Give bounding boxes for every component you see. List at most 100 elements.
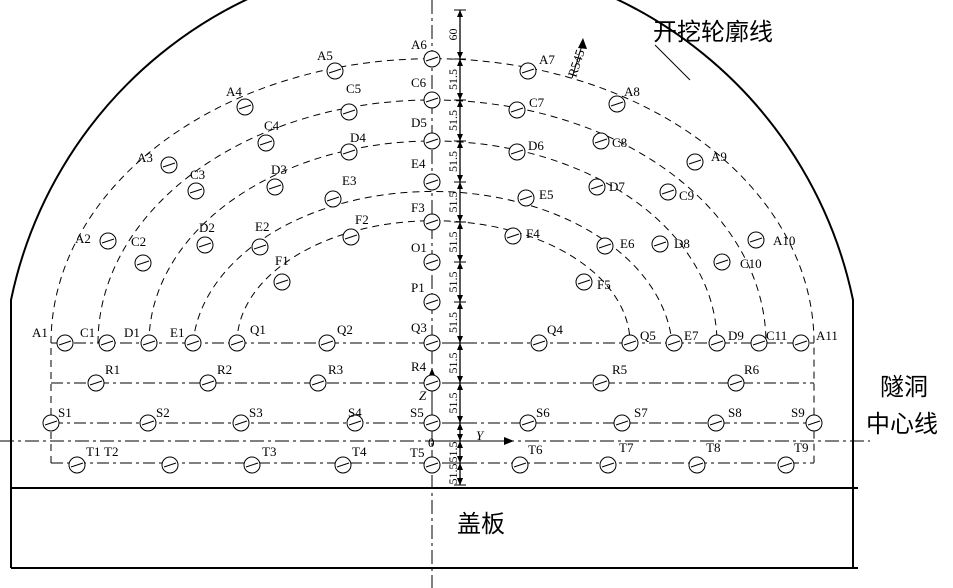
hole-a5: A5: [317, 48, 344, 80]
hole-label: R3: [328, 362, 343, 377]
hole-label: E7: [684, 328, 699, 343]
hole-r6: R6: [727, 362, 760, 392]
hole-mark: [201, 380, 215, 386]
hole-mark: [425, 219, 439, 225]
hole-mark: [425, 97, 439, 103]
hole-s3: S3: [232, 405, 263, 432]
dimension-arrowhead: [457, 141, 463, 148]
hole-q3: Q3: [411, 320, 441, 352]
hole-label: C11: [766, 328, 787, 343]
hole-label: A4: [226, 84, 242, 99]
hole-mark: [70, 462, 84, 468]
hole-e7: E7: [665, 328, 699, 352]
hole-c7: C7: [508, 95, 545, 119]
hole-label: R6: [744, 362, 760, 377]
hole-e4: E4: [411, 156, 441, 191]
hole-mark: [425, 462, 439, 468]
hole-c6: C6: [411, 75, 441, 109]
hole-c3: C3: [187, 167, 205, 200]
hole-a9: A9: [686, 149, 727, 171]
contour-leader: [654, 44, 691, 81]
axis-z-label: Z: [419, 388, 427, 403]
dimension-arrowhead: [457, 343, 463, 350]
hole-mark: [521, 420, 535, 426]
hole-label: A11: [816, 328, 838, 343]
dimension-value: 51.5: [446, 192, 460, 213]
hole-mark: [661, 189, 675, 195]
hole-f3: F3: [411, 200, 441, 231]
hole-label: D7: [609, 179, 625, 194]
ring-f: [236, 220, 631, 344]
hole-mark: [577, 279, 591, 285]
dimension-arrowhead: [457, 423, 463, 430]
hole-label: E3: [342, 173, 356, 188]
hole-s8: S8: [707, 405, 742, 432]
hole-c8: C8: [592, 132, 627, 150]
hole-label: T2: [104, 444, 118, 459]
hole-mark: [519, 195, 533, 201]
hole-d4: D4: [340, 130, 366, 161]
hole-label: C7: [529, 95, 545, 110]
hole-r3: R3: [309, 362, 343, 392]
hole-label: F4: [526, 226, 540, 241]
y-axis-arrowhead: [504, 437, 514, 445]
hole-e6: E6: [596, 236, 635, 255]
hole-mark: [326, 196, 340, 202]
hole-t5: T5: [410, 445, 441, 474]
excavation-outline: [10, 0, 854, 488]
dimension-value: 51.5: [446, 312, 460, 333]
dimension-arrowhead: [457, 215, 463, 222]
hole-mark: [425, 56, 439, 62]
hole-label: S4: [348, 405, 362, 420]
ring-a: [50, 58, 815, 463]
hole-a8: A8: [608, 84, 640, 113]
hole-mark: [513, 462, 527, 468]
hole-mark: [328, 68, 342, 74]
hole-s6: S6: [519, 405, 550, 432]
hole-label: R1: [105, 362, 120, 377]
hole-t7: T7: [599, 440, 634, 474]
hole-f4: F4: [504, 226, 540, 245]
hole-t3: T3: [243, 444, 276, 474]
hole-mark: [601, 462, 615, 468]
dimension-value: 51.5: [446, 393, 460, 414]
hole-mark: [58, 340, 72, 346]
hole-label: E1: [170, 325, 184, 340]
hole-q4: Q4: [530, 322, 563, 352]
hole-q1: Q1: [228, 322, 266, 352]
hole-t8: T8: [688, 440, 720, 474]
hole-d3: D3: [266, 162, 287, 196]
hole-mark: [510, 107, 524, 113]
hole-mark: [142, 340, 156, 346]
hole-label: E6: [620, 236, 635, 251]
hole-mark: [510, 149, 524, 155]
hole-label: C8: [612, 135, 627, 150]
hole-a1: A1: [32, 325, 74, 352]
hole-label: D1: [124, 325, 140, 340]
hole-c1: C1: [80, 325, 116, 352]
hole-label: C3: [190, 167, 205, 182]
hole-r2: R2: [199, 362, 232, 392]
hole-label: S5: [410, 405, 424, 420]
hole-a6: A6: [411, 37, 441, 68]
hole-label: A8: [624, 84, 640, 99]
hole-label: D2: [199, 220, 215, 235]
dimension-arrowhead: [457, 10, 463, 17]
hole-label: F5: [597, 277, 611, 292]
hole-label: C10: [740, 256, 762, 271]
hole-s1: S1: [42, 405, 72, 432]
hole-mark: [344, 234, 358, 240]
hole-d7: D7: [588, 178, 625, 196]
dimension-arrowhead: [457, 434, 463, 441]
hole-mark: [532, 340, 546, 346]
hole-t1: T1: [68, 444, 100, 474]
hole-mark: [710, 340, 724, 346]
hole-label: S3: [249, 405, 263, 420]
hole-label: R4: [411, 359, 427, 374]
hole-label: Q3: [411, 320, 427, 335]
hole-s4: S4: [346, 405, 364, 432]
hole-t2: T2: [104, 444, 179, 474]
hole-label: C2: [131, 234, 146, 249]
hole-label: R5: [612, 362, 627, 377]
